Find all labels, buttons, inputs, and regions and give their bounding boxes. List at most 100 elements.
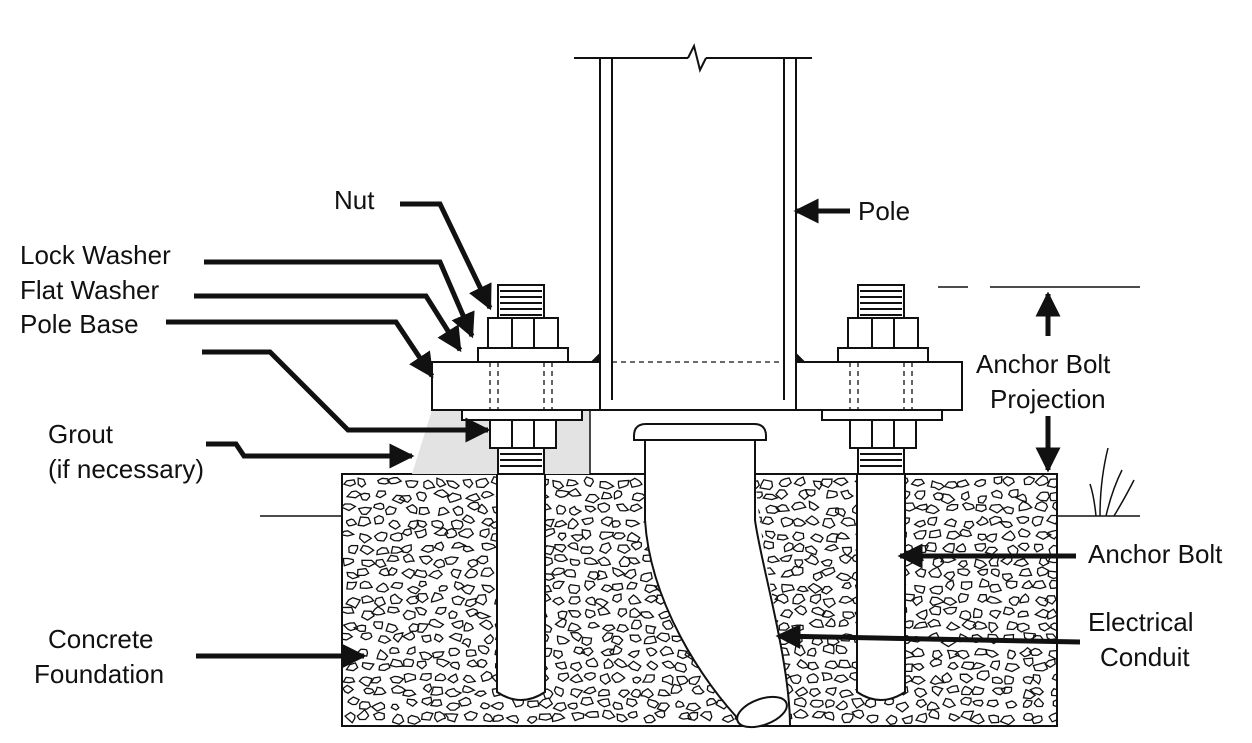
- aggregate-stone: [840, 517, 857, 527]
- aggregate-stone: [584, 608, 596, 619]
- aggregate-stone: [401, 528, 413, 537]
- label-anchor-bolt-projection-1: Anchor Bolt: [976, 349, 1111, 379]
- aggregate-stone: [434, 606, 447, 616]
- aggregate-stone: [573, 646, 586, 655]
- aggregate-stone: [985, 533, 998, 543]
- aggregate-stone: [947, 661, 959, 671]
- aggregate-stone: [599, 481, 615, 490]
- aggregate-stone: [999, 714, 1016, 726]
- aggregate-stone: [450, 568, 462, 580]
- aggregate-stone: [643, 714, 656, 724]
- aggregate-stone: [1048, 712, 1057, 723]
- aggregate-stone: [402, 658, 415, 668]
- aggregate-stone: [988, 583, 1003, 593]
- aggregate-stone: [706, 698, 718, 707]
- aggregate-stone: [448, 610, 458, 619]
- aggregate-stone: [505, 715, 520, 724]
- aggregate-stone: [943, 597, 958, 607]
- aggregate-stone: [598, 531, 615, 541]
- aggregate-stone: [1035, 596, 1049, 607]
- aggregate-stone: [416, 519, 428, 529]
- aggregate-stone: [445, 702, 461, 711]
- aggregate-stone: [985, 648, 1000, 659]
- aggregate-stone: [598, 542, 612, 555]
- pole: [574, 43, 812, 411]
- aggregate-stone: [373, 531, 388, 542]
- aggregate-stone: [1001, 506, 1014, 515]
- aggregate-stone: [342, 622, 359, 632]
- aggregate-stone: [1032, 661, 1049, 672]
- aggregate-stone: [912, 621, 929, 629]
- aggregate-stone: [960, 661, 975, 671]
- label-anchor-bolt: Anchor Bolt: [1088, 539, 1223, 569]
- aggregate-stone: [941, 672, 953, 684]
- aggregate-stone: [1034, 500, 1049, 513]
- aggregate-stone: [1006, 620, 1019, 631]
- aggregate-stone: [418, 506, 431, 516]
- aggregate-stone: [1033, 608, 1049, 619]
- aggregate-stone: [584, 493, 600, 504]
- aggregate-stone: [623, 568, 637, 580]
- aggregate-stone: [655, 632, 671, 643]
- aggregate-stone: [835, 700, 849, 711]
- aggregate-stone: [415, 592, 429, 604]
- aggregate-stone: [988, 714, 1000, 724]
- aggregate-stone: [808, 618, 825, 628]
- aggregate-stone: [477, 645, 490, 655]
- aggregate-stone: [646, 660, 659, 671]
- aggregate-stone: [1022, 657, 1034, 668]
- aggregate-stone: [616, 623, 630, 633]
- aggregate-stone: [556, 635, 571, 645]
- aggregate-stone: [972, 607, 983, 619]
- aggregate-stone: [971, 685, 985, 696]
- aggregate-stone: [1012, 558, 1030, 567]
- aggregate-stone: [819, 478, 833, 489]
- aggregate-stone: [645, 624, 657, 635]
- aggregate-stone: [821, 672, 833, 682]
- aggregate-stone: [527, 700, 540, 709]
- aggregate-stone: [1019, 593, 1030, 604]
- aggregate-stone: [796, 585, 809, 593]
- aggregate-stone: [1035, 491, 1051, 502]
- aggregate-stone: [389, 658, 405, 668]
- aggregate-stone: [601, 624, 616, 632]
- aggregate-stone: [988, 515, 1003, 527]
- aggregate-stone: [582, 686, 597, 695]
- aggregate-stone: [910, 478, 926, 487]
- aggregate-stone: [809, 699, 824, 708]
- aggregate-stone: [401, 631, 415, 641]
- aggregate-stone: [460, 584, 476, 595]
- aggregate-stone: [932, 492, 944, 501]
- aggregate-stone: [958, 610, 972, 621]
- aggregate-stone: [685, 702, 702, 712]
- aggregate-stone: [402, 609, 416, 621]
- aggregate-stone: [402, 553, 416, 564]
- aggregate-stone: [1018, 567, 1033, 577]
- aggregate-stone: [406, 645, 416, 655]
- aggregate-stone: [915, 698, 928, 709]
- label-flat-washer: Flat Washer: [20, 275, 160, 305]
- aggregate-stone: [929, 674, 946, 685]
- aggregate-stone: [480, 670, 494, 683]
- aggregate-stone: [1018, 500, 1033, 512]
- aggregate-stone: [1016, 622, 1030, 633]
- aggregate-stone: [943, 571, 956, 582]
- aggregate-stone: [792, 517, 807, 527]
- aggregate-stone: [960, 581, 973, 591]
- aggregate-stone: [943, 518, 957, 528]
- aggregate-stone: [580, 696, 594, 706]
- aggregate-stone: [463, 710, 478, 721]
- aggregate-stone: [629, 607, 642, 619]
- aggregate-stone: [955, 479, 970, 488]
- aggregate-stone: [1045, 514, 1057, 525]
- aggregate-stone: [581, 517, 594, 526]
- aggregate-stone: [974, 543, 987, 552]
- aggregate-stone: [450, 620, 464, 630]
- aggregate-stone: [480, 567, 495, 578]
- aggregate-stone: [807, 582, 824, 594]
- aggregate-stone: [806, 647, 817, 657]
- aggregate-stone: [462, 545, 475, 553]
- aggregate-stone: [943, 481, 960, 489]
- aggregate-stone: [627, 557, 641, 565]
